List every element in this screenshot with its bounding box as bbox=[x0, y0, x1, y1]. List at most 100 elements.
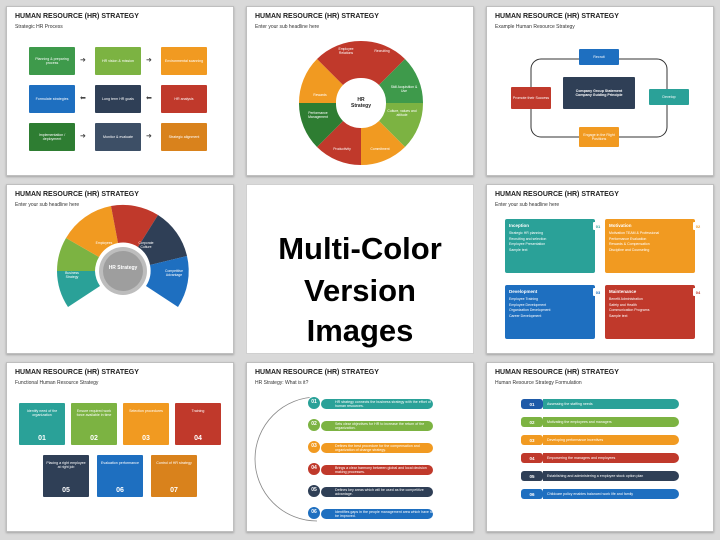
card-item: Employee Presentation bbox=[509, 242, 546, 247]
banner-line-2: Version Images bbox=[304, 273, 416, 348]
item-number: 06 bbox=[307, 506, 321, 520]
slide-subtitle: Enter your sub headline here bbox=[255, 24, 320, 30]
function-box-1: Identify need of the organization 01 bbox=[19, 403, 65, 445]
card-item: Rewards & Compensation bbox=[609, 242, 650, 247]
item-number: 03 bbox=[521, 435, 543, 445]
arrow-right-icon: ➜ bbox=[146, 133, 152, 140]
slide-thumbnail-7[interactable]: HUMAN RESOURCE (HR) STRATEGY HR Strategy… bbox=[246, 362, 474, 532]
formulation-item-3: Developing performance incentives bbox=[543, 435, 679, 445]
process-box-7: Implementation / deployment bbox=[29, 123, 75, 151]
card-item: Employee Training bbox=[509, 297, 538, 301]
card-title: Inception bbox=[509, 223, 529, 228]
function-number: 07 bbox=[170, 486, 178, 494]
card-item: Benefit Administration bbox=[609, 297, 643, 301]
process-box-2: HR vision & mission bbox=[95, 47, 141, 75]
slide-title: HUMAN RESOURCE (HR) STRATEGY bbox=[495, 191, 619, 198]
slide-subtitle: Example Human Resource Strategy bbox=[495, 24, 575, 30]
function-number: 02 bbox=[90, 434, 98, 442]
slide-title: HUMAN RESOURCE (HR) STRATEGY bbox=[255, 369, 379, 376]
card-item: Employee Development bbox=[509, 302, 547, 307]
segment-label: Employee Relations bbox=[338, 47, 354, 56]
hr-strategy-wheel bbox=[298, 40, 424, 166]
formulation-item-2: Motivating the employees and managers bbox=[543, 417, 679, 427]
slide-thumbnail-6[interactable]: HUMAN RESOURCE (HR) STRATEGY Functional … bbox=[6, 362, 234, 532]
card-number: 01 bbox=[593, 222, 603, 230]
item-number: 06 bbox=[521, 489, 543, 499]
what-is-item-3: Defines the best procedure for the compe… bbox=[321, 443, 433, 453]
segment-label: Business Strategy bbox=[65, 271, 79, 280]
wheel-segment bbox=[379, 103, 424, 147]
slide-title: HUMAN RESOURCE (HR) STRATEGY bbox=[15, 13, 139, 20]
hr-strategy-semicircle bbox=[57, 204, 189, 307]
segment-label: Skill Acquisition & Use bbox=[390, 85, 418, 94]
item-number: 04 bbox=[521, 453, 543, 463]
card-item: Organization Development bbox=[509, 308, 551, 313]
stage-card-motivation: Motivation Motivation TEAM & Professiona… bbox=[605, 219, 703, 273]
wheel-segment bbox=[298, 103, 343, 147]
slide-title: HUMAN RESOURCE (HR) STRATEGY bbox=[15, 191, 139, 198]
function-box-2: Ensure required work force available in … bbox=[71, 403, 117, 445]
function-box-7: Control of HR strategy 07 bbox=[151, 455, 197, 497]
process-box-8: Monitor & evaluate bbox=[95, 123, 141, 151]
what-is-item-5: Defines key areas which will be used as … bbox=[321, 487, 433, 497]
wheel-segment bbox=[361, 121, 405, 166]
slide-thumbnail-2[interactable]: HUMAN RESOURCE (HR) STRATEGY Enter your … bbox=[246, 6, 474, 176]
formulation-item-6: Childcare policy enables balanced work l… bbox=[543, 489, 679, 499]
function-box-4: Training 04 bbox=[175, 403, 221, 445]
formulation-item-4: Empowering the managers and employees bbox=[543, 453, 679, 463]
segment-label: Commitment bbox=[370, 147, 390, 151]
function-text: Placing a right employee at right job bbox=[46, 461, 86, 470]
slide-title: HUMAN RESOURCE (HR) STRATEGY bbox=[495, 13, 619, 20]
item-number: 02 bbox=[521, 417, 543, 427]
item-text: Developing performance incentives bbox=[547, 438, 604, 442]
arrow-right-icon: ➜ bbox=[80, 133, 86, 140]
card-number: 03 bbox=[593, 288, 603, 296]
wheel-segment bbox=[361, 40, 405, 85]
card-number: 04 bbox=[693, 288, 703, 296]
slide-thumbnail-1[interactable]: HUMAN RESOURCE (HR) STRATEGY Strategic H… bbox=[6, 6, 234, 176]
wheel-segment bbox=[298, 59, 343, 103]
function-text: Training bbox=[191, 409, 205, 413]
slide-thumbnail-4[interactable]: HUMAN RESOURCE (HR) STRATEGY Enter your … bbox=[6, 184, 234, 354]
item-text: Assessing the staffing needs bbox=[547, 402, 593, 406]
slide-subtitle: Strategic HR Process bbox=[15, 24, 63, 30]
item-number: 01 bbox=[307, 396, 321, 410]
function-box-3: Selection procedures 03 bbox=[123, 403, 169, 445]
cycle-right: Develop bbox=[649, 89, 689, 105]
item-number: 02 bbox=[307, 418, 321, 432]
slide-thumbnail-3[interactable]: HUMAN RESOURCE (HR) STRATEGY Example Hum… bbox=[486, 6, 714, 176]
function-number: 06 bbox=[116, 486, 124, 494]
slide-title: HUMAN RESOURCE (HR) STRATEGY bbox=[15, 369, 139, 376]
slide-subtitle: Human Resource Strategy Formulation bbox=[495, 380, 582, 386]
function-text: Ensure required work force available in … bbox=[76, 409, 112, 418]
function-number: 01 bbox=[38, 434, 46, 442]
process-box-9: Strategic alignment bbox=[161, 123, 207, 151]
item-number: 05 bbox=[521, 471, 543, 481]
card-title: Maintenance bbox=[609, 289, 637, 294]
slide-title: HUMAN RESOURCE (HR) STRATEGY bbox=[255, 13, 379, 20]
card-item: Communication Programs bbox=[609, 308, 650, 313]
what-is-item-4: Brings a clear harmony between global an… bbox=[321, 465, 433, 475]
arrow-left-icon: ⬅ bbox=[146, 95, 152, 102]
card-item: Sample text bbox=[609, 313, 628, 318]
function-text: Selection procedures bbox=[129, 409, 163, 413]
card-item: Career Development bbox=[509, 313, 542, 318]
function-number: 03 bbox=[142, 434, 150, 442]
item-number: 03 bbox=[307, 440, 321, 454]
function-box-6: Evaluation performance 06 bbox=[97, 455, 143, 497]
card-item: Strategic HR planning bbox=[509, 231, 544, 235]
slide-title: HUMAN RESOURCE (HR) STRATEGY bbox=[495, 369, 619, 376]
segment-label: Recruiting bbox=[374, 49, 390, 53]
what-is-item-6: Identifies gaps in the people management… bbox=[321, 509, 433, 519]
item-text: Brings a clear harmony between global an… bbox=[335, 466, 427, 474]
item-text: Empowering the managers and employees bbox=[547, 456, 616, 460]
card-item: Sample text bbox=[509, 247, 528, 252]
item-text: HR strategy connects the business strate… bbox=[335, 400, 431, 408]
slide-thumbnail-5[interactable]: HUMAN RESOURCE (HR) STRATEGY Enter your … bbox=[486, 184, 714, 354]
center-line-2: Company Guiding Principle bbox=[575, 93, 623, 97]
slide-thumbnail-8[interactable]: HUMAN RESOURCE (HR) STRATEGY Human Resou… bbox=[486, 362, 714, 532]
function-number: 04 bbox=[194, 434, 202, 442]
cycle-left: Promote their Success bbox=[511, 87, 551, 109]
slide-subtitle: HR Strategy: What is it? bbox=[255, 380, 309, 386]
arc-connector bbox=[254, 396, 318, 522]
